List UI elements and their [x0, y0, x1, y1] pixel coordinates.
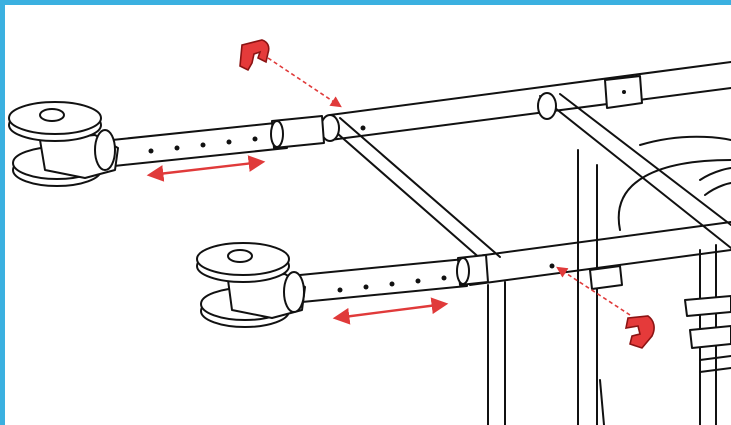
- double-arrow-icon: [332, 297, 449, 325]
- lower-leg-assembly: [196, 242, 555, 328]
- upper-leg-assembly: [8, 101, 366, 187]
- caster-wheel: [196, 242, 306, 328]
- double-arrow-icon: [146, 155, 266, 182]
- dashed-arrow-icon: [267, 57, 342, 108]
- red-pin-clip-upper: [239, 39, 342, 108]
- caster-wheel: [8, 101, 119, 187]
- red-pin-clip-lower: [556, 266, 655, 349]
- dashed-arrow-icon: [556, 266, 631, 316]
- frame-structure: [320, 61, 731, 425]
